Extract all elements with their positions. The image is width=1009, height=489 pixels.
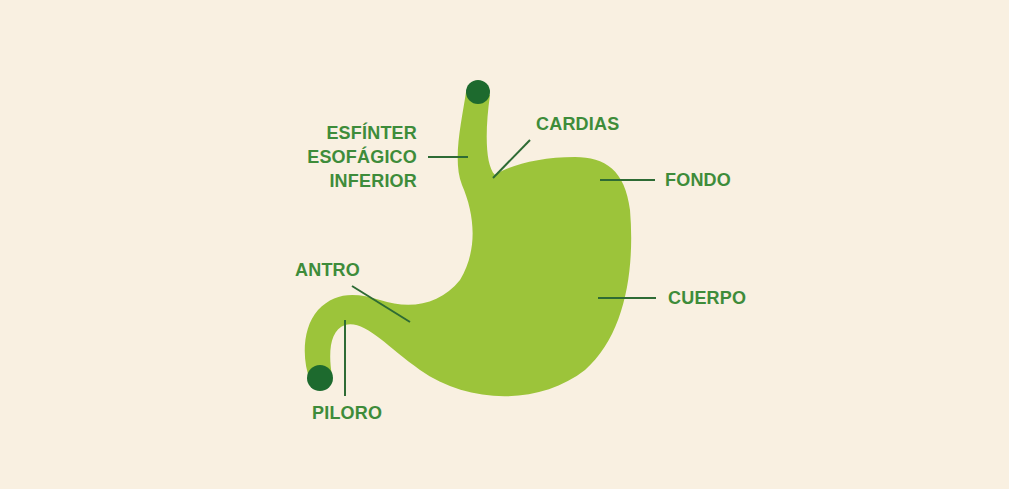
leader-line [428,156,468,158]
leader-line [344,320,346,396]
leader-line [493,140,530,178]
part-label: CUERPO [668,286,746,310]
pylorus-end-dot [307,365,333,391]
leader-line [352,286,410,322]
part-label: ANTRO [295,258,360,282]
part-label: ESFÍNTER ESOFÁGICO INFERIOR [287,121,417,193]
part-label: CARDIAS [536,112,619,136]
leader-line [600,179,655,181]
part-label: PILORO [312,401,382,425]
esophagus-end-dot [466,80,490,104]
leader-line [598,297,656,299]
part-label: FONDO [665,168,731,192]
